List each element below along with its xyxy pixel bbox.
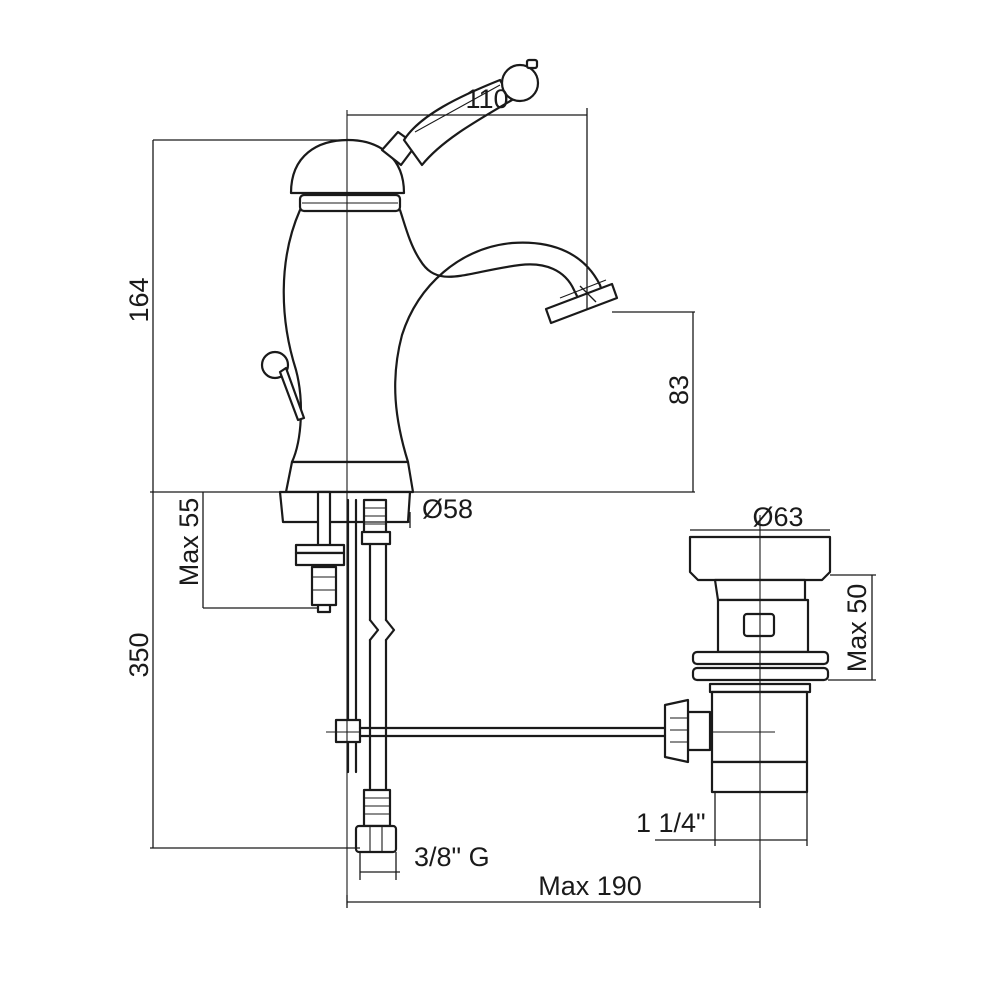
- dim-label-diameter-63: Ø63: [752, 502, 803, 532]
- dim-label-3-8-g: 3/8" G: [414, 842, 490, 872]
- dim-label-83: 83: [664, 375, 694, 405]
- dimension-diameter-63: Ø63: [690, 502, 830, 532]
- mounting-hardware: [294, 490, 362, 774]
- dimension-3-8-g: 3/8" G: [359, 842, 490, 880]
- dim-label-max-190: Max 190: [538, 871, 642, 901]
- dim-label-max-50: Max 50: [842, 584, 872, 673]
- dimension-1-1-4: 1 1/4": [636, 792, 808, 846]
- dim-label-max-55: Max 55: [174, 498, 204, 587]
- dimension-max-55: Max 55: [174, 492, 318, 609]
- dim-label-350: 350: [124, 632, 154, 677]
- pop-up-lever: [260, 350, 306, 422]
- supply-hose: [354, 498, 398, 854]
- dim-label-diameter-58: Ø58: [422, 494, 473, 524]
- pop-up-waste: [358, 535, 832, 794]
- faucet-body: [278, 138, 619, 524]
- dimension-350: 350: [124, 492, 360, 849]
- dimension-max-50: Max 50: [828, 574, 876, 681]
- dimension-diameter-58: Ø58: [329, 494, 473, 528]
- dimension-83: 83: [612, 311, 695, 492]
- dimension-max-190: Max 190: [346, 860, 761, 908]
- dim-label-164: 164: [124, 277, 154, 322]
- dimension-110: 110: [347, 84, 597, 310]
- dim-label-1-1-4: 1 1/4": [636, 808, 706, 838]
- lever-handle: [380, 58, 540, 167]
- dimension-164: 164: [124, 139, 695, 493]
- dim-label-110: 110: [465, 84, 508, 114]
- centre-lines: [326, 110, 761, 905]
